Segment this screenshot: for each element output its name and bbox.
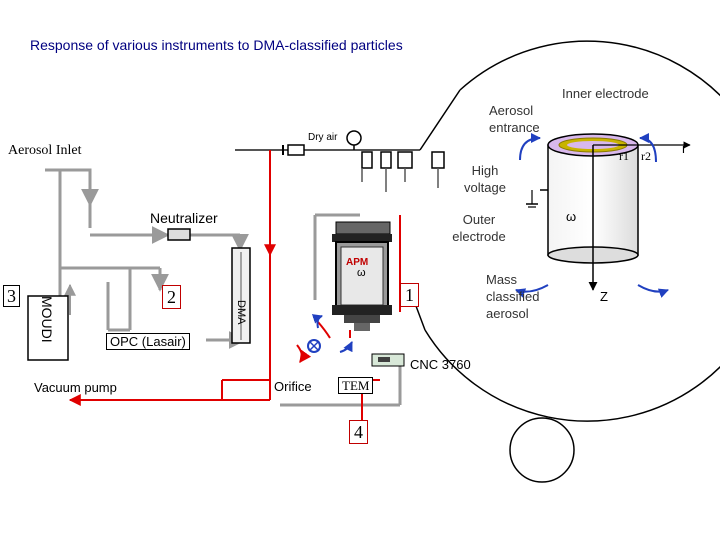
axis-r-label: r bbox=[682, 141, 687, 156]
moudi-label: MOUDI bbox=[39, 296, 55, 343]
r2-label: r2 bbox=[641, 149, 651, 163]
neutralizer-tube bbox=[167, 228, 191, 241]
cnc-device bbox=[371, 353, 405, 367]
valve-symbol bbox=[307, 314, 353, 353]
r1-label: r1 bbox=[619, 149, 629, 163]
high-voltage-label: High voltage bbox=[464, 163, 506, 195]
spare-circle bbox=[509, 417, 575, 483]
aerosol-inlet-label: Aerosol Inlet bbox=[8, 143, 82, 158]
mass-classified-aerosol-label: Mass classified aerosol bbox=[486, 272, 540, 321]
inner-electrode-label: Inner electrode bbox=[562, 86, 649, 101]
axis-z-label: Z bbox=[600, 289, 608, 304]
dry-air-line bbox=[235, 130, 445, 192]
cnc-label: CNC 3760 bbox=[410, 357, 471, 372]
aerosol-inlet-flow bbox=[45, 168, 402, 407]
tem-label: TEM bbox=[338, 377, 374, 394]
inset-omega-label: ω bbox=[566, 209, 577, 224]
apm-omega-label: ω bbox=[357, 267, 366, 279]
label-number-3: 3 bbox=[3, 285, 20, 307]
neutralizer-label: Neutralizer bbox=[150, 210, 218, 226]
dry-air-label: Dry air bbox=[308, 132, 338, 143]
dma-label: DMA bbox=[235, 300, 247, 325]
page-title: Response of various instruments to DMA-c… bbox=[30, 37, 403, 53]
outer-electrode-label: Outer electrode bbox=[452, 212, 506, 244]
moudi-box bbox=[27, 295, 69, 361]
opc-label: OPC (Lasair) bbox=[106, 333, 190, 350]
apm-label: APM bbox=[346, 257, 369, 268]
label-number-2: 2 bbox=[162, 285, 181, 309]
apm-device bbox=[332, 221, 392, 331]
vacuum-pump-label: Vacuum pump bbox=[34, 380, 117, 395]
label-number-1: 1 bbox=[400, 283, 419, 307]
inset-cylinder bbox=[515, 133, 691, 298]
label-number-4: 4 bbox=[349, 420, 368, 444]
orifice-label: Orifice bbox=[274, 379, 312, 394]
dma-column bbox=[231, 247, 251, 344]
aerosol-entrance-label: Aerosol entrance bbox=[489, 103, 540, 135]
